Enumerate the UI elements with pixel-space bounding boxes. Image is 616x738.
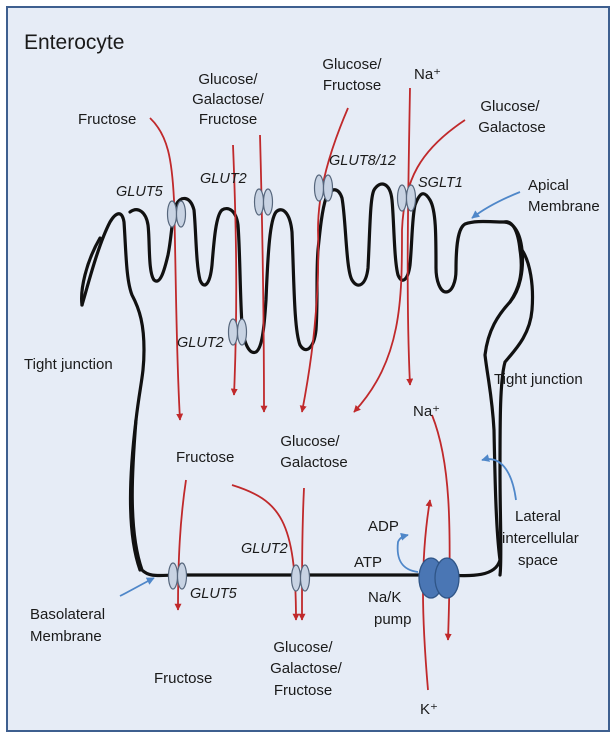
lateral-label-line1: Lateral bbox=[515, 508, 561, 525]
gg-top-line2: Galactose bbox=[478, 119, 546, 136]
apical-label-line1: Apical bbox=[528, 177, 569, 194]
fructose-exit-arrow bbox=[178, 480, 186, 610]
gal-bottom-line1: Glucose/ bbox=[273, 639, 333, 656]
basolateral-label-line1: Basolateral bbox=[30, 606, 105, 623]
glut8-label: GLUT8/12 bbox=[329, 153, 396, 169]
lateral-label-line2: intercellular bbox=[502, 530, 579, 547]
glucose-galactose-exit-arrow bbox=[302, 488, 304, 620]
gal-bottom-line3: Fructose bbox=[274, 682, 332, 699]
tight-junction-left-label: Tight junction bbox=[24, 356, 113, 373]
diagram-title: Enterocyte bbox=[24, 31, 124, 54]
gf-top-line1: Glucose/ bbox=[322, 56, 382, 73]
atp-label: ATP bbox=[354, 554, 382, 571]
pump-label-line2: pump bbox=[374, 611, 412, 628]
sglt1-label: SGLT1 bbox=[418, 175, 463, 191]
fructose-inside-label: Fructose bbox=[176, 449, 234, 466]
glut2-top-label: GLUT2 bbox=[200, 171, 247, 187]
pump-label-line1: Na/K bbox=[368, 589, 401, 606]
glut2-bottom-label: GLUT2 bbox=[241, 541, 288, 557]
gf-top-line2: Fructose bbox=[323, 77, 381, 94]
basolateral-label-line2: Membrane bbox=[30, 628, 102, 645]
apical-label-line2: Membrane bbox=[528, 198, 600, 215]
gal-bottom-line2: Galactose/ bbox=[270, 660, 343, 677]
adp-label: ADP bbox=[368, 518, 399, 535]
fructose-top-label: Fructose bbox=[78, 111, 136, 128]
lateral-label-line3: space bbox=[518, 552, 558, 569]
atp-adp-pointer bbox=[398, 535, 418, 572]
na-top-label: Na⁺ bbox=[414, 66, 441, 83]
glut2-mid-label: GLUT2 bbox=[177, 335, 224, 351]
tight-junction-right-label: Tight junction bbox=[494, 371, 583, 388]
gg-inside-line2: Galactose bbox=[280, 454, 348, 471]
na-inside-label: Na⁺ bbox=[413, 403, 440, 420]
gal-top-line1: Glucose/ bbox=[198, 71, 258, 88]
sglt1-transporter bbox=[398, 185, 416, 211]
apical-pointer bbox=[472, 192, 520, 218]
gg-inside-line1: Glucose/ bbox=[280, 433, 340, 450]
gg-top-line1: Glucose/ bbox=[480, 98, 540, 115]
na-arrow bbox=[408, 88, 410, 385]
glut5-top-label: GLUT5 bbox=[116, 184, 164, 200]
k-bottom-label: K⁺ bbox=[420, 701, 438, 718]
gal-top-line3: Fructose bbox=[199, 111, 257, 128]
fructose-bottom-label: Fructose bbox=[154, 670, 212, 687]
gal-top-line2: Galactose/ bbox=[192, 91, 265, 108]
basolateral-pointer bbox=[120, 578, 154, 596]
na-exit-arrow bbox=[432, 415, 450, 640]
glut2-bottom-transporter bbox=[292, 565, 310, 591]
glut2-mid-transporter bbox=[229, 319, 247, 345]
glut2-top-transporter bbox=[255, 189, 273, 215]
na-k-pump bbox=[419, 558, 459, 598]
glut2-arrow bbox=[260, 135, 264, 412]
glut5-bottom-label: GLUT5 bbox=[190, 586, 238, 602]
right-cell-edge bbox=[500, 250, 533, 575]
